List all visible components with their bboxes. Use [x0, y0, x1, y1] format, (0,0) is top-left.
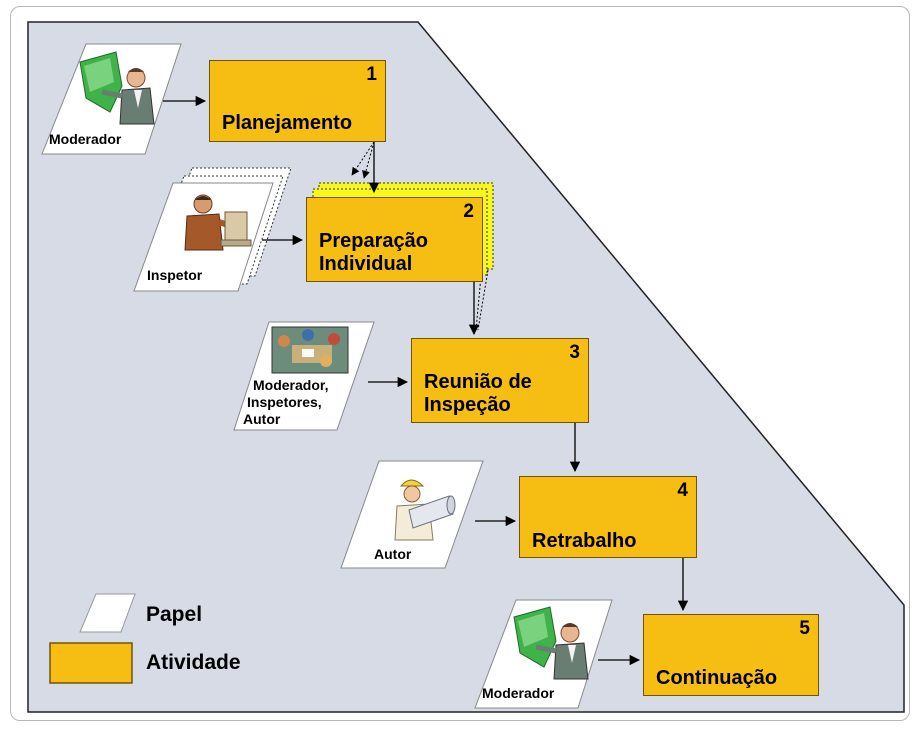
role-label-inspetor: Inspetor — [147, 267, 203, 283]
activity-number: 2 — [463, 201, 474, 222]
meeting-photo-icon — [271, 326, 349, 374]
role-label-autor: Autor — [374, 546, 412, 562]
legend-activity-swatch — [49, 642, 133, 684]
activity-number: 4 — [677, 480, 688, 501]
activity-label-line-2: Individual — [319, 253, 413, 275]
teacher-at-board-icon — [513, 606, 589, 680]
activity-label: Retrabalho — [532, 530, 637, 552]
worker-with-blueprints-icon — [394, 479, 456, 541]
role-label-moderador-2: Moderador — [482, 685, 555, 701]
activity-preparacao-individual: 2 Preparação Individual — [306, 197, 483, 282]
role-label-reuniao-moderador: Moderador, — [253, 377, 329, 393]
activity-continuacao: 5 Continuação — [643, 614, 819, 696]
role-label-reuniao-inspetores: Inspetores, — [247, 394, 322, 410]
activity-planejamento: 1 Planejamento — [209, 60, 386, 142]
activity-retrabalho: 4 Retrabalho — [519, 476, 697, 558]
activity-number: 5 — [799, 618, 810, 639]
activity-reuniao-de-inspecao: 3 Reunião de Inspeção — [411, 338, 589, 423]
person-at-computer-icon — [184, 194, 252, 251]
activity-label: Continuação — [656, 667, 778, 689]
activity-label-line-1: Reunião de — [424, 371, 532, 393]
activity-label: Planejamento — [222, 112, 353, 134]
legend-paper-swatch — [79, 593, 136, 633]
activity-number: 1 — [366, 64, 377, 85]
activity-label-line-1: Preparação — [319, 230, 428, 252]
activity-number: 3 — [569, 342, 580, 363]
teacher-at-board-icon — [79, 51, 155, 125]
activity-label-line-2: Inspeção — [424, 394, 511, 416]
arrow-planejamento-to-preparacao — [351, 141, 380, 194]
arrow-preparacao-to-reuniao — [468, 269, 489, 336]
role-label-moderador: Moderador — [49, 131, 122, 147]
legend-label-papel: Papel — [146, 603, 203, 626]
role-label-reuniao-autor: Autor — [243, 411, 281, 427]
legend-label-atividade: Atividade — [146, 651, 241, 674]
